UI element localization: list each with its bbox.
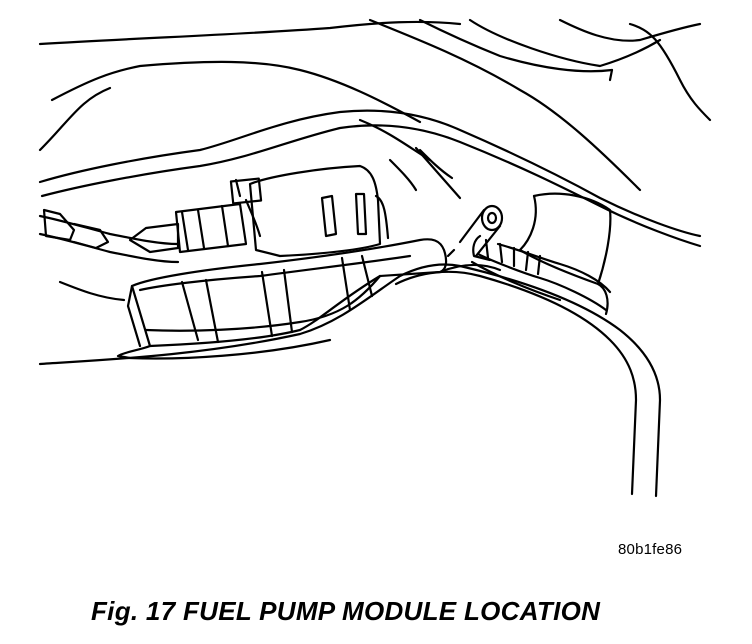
lock-ring-cover (116, 238, 448, 360)
filler-tube (470, 192, 612, 316)
fuel-tank (38, 263, 662, 498)
vent-tube (446, 204, 504, 258)
frame-rail (38, 109, 702, 248)
fuel-pump-module-illustration (38, 18, 712, 498)
figure-caption: Fig. 17 FUEL PUMP MODULE LOCATION (91, 596, 601, 626)
figure-id-label: 80b1fe86 (618, 541, 683, 558)
body-panel-upper (38, 18, 712, 192)
pump-module-top (248, 164, 390, 258)
wiring-harness (38, 177, 263, 264)
